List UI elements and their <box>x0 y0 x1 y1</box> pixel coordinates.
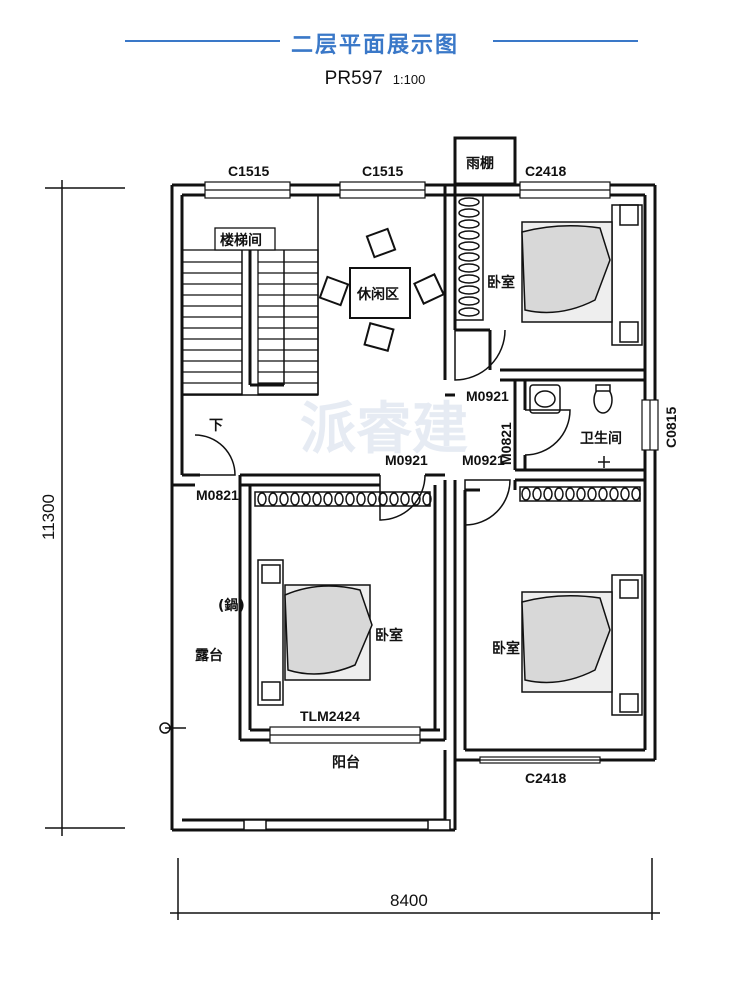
door-swings <box>194 329 571 526</box>
wardrobe-hanger <box>598 487 608 501</box>
lounge-furniture <box>318 227 445 352</box>
wardrobe-hanger <box>312 492 322 506</box>
wardrobe-hanger <box>458 208 480 218</box>
wardrobe-hanger <box>458 252 480 262</box>
wardrobe-hanger <box>257 492 267 506</box>
wardrobe-hanger <box>458 197 480 207</box>
wardrobe-hanger <box>301 492 311 506</box>
stair-label: 楼梯间 <box>220 232 262 249</box>
wardrobe-hanger <box>458 296 480 306</box>
terrace-label: 露台 <box>195 647 223 664</box>
wardrobe-hanger <box>458 285 480 295</box>
wardrobe-hanger <box>631 487 641 501</box>
se-bedroom-furniture <box>519 486 643 716</box>
label-m0921-ne: M0921 <box>466 388 509 404</box>
bedroom-sw-label: 卧室 <box>375 627 403 644</box>
watermark: 派睿建 <box>300 397 468 462</box>
wardrobe-hanger <box>400 492 410 506</box>
lounge-label: 休闲区 <box>356 286 399 303</box>
plan-code: PR597 <box>324 68 383 89</box>
wardrobe-hanger <box>367 492 377 506</box>
windows <box>204 181 659 764</box>
label-m0821-terrace: M0821 <box>196 487 239 503</box>
wardrobe-hanger <box>290 492 300 506</box>
plan-scale: 1:100 <box>392 72 426 87</box>
title-rule-right <box>493 40 638 42</box>
wardrobe-hanger <box>411 492 421 506</box>
bathroom-fixtures <box>529 384 613 468</box>
canopy-label: 雨棚 <box>466 155 494 172</box>
label-m0821-bath: M0821 <box>498 422 514 465</box>
wardrobe-hanger <box>268 492 278 506</box>
wardrobe-hanger <box>458 263 480 273</box>
wardrobe-hanger <box>356 492 366 506</box>
label-m0921-se: M0921 <box>462 452 505 468</box>
wardrobe-hanger <box>378 492 388 506</box>
page-title: 二层平面展示图 <box>290 33 459 58</box>
wardrobe-hanger <box>458 230 480 240</box>
title-rule-left <box>125 40 280 42</box>
wardrobe-hanger <box>521 487 531 501</box>
wardrobe-hanger <box>458 241 480 251</box>
wardrobe-hanger <box>279 492 289 506</box>
down-mark: 下 <box>209 418 223 434</box>
dimension-width: 8400 <box>390 891 428 910</box>
wardrobe-hanger <box>458 307 480 317</box>
wardrobe-hanger <box>458 274 480 284</box>
paren-mark: (鍋) <box>218 597 245 614</box>
wardrobe-hanger <box>554 487 564 501</box>
wardrobe-hanger <box>576 487 586 501</box>
canopy-box <box>453 136 517 186</box>
wardrobe-hanger <box>543 487 553 501</box>
wardrobe-hanger <box>422 492 432 506</box>
bedroom-ne-label: 卧室 <box>487 274 515 291</box>
staircase <box>181 227 319 396</box>
wardrobe-hanger <box>532 487 542 501</box>
wardrobe-hanger <box>609 487 619 501</box>
bathroom-label: 卫生间 <box>580 430 622 447</box>
label-tlm2424: TLM2424 <box>300 708 360 724</box>
terrace-marks <box>159 722 451 831</box>
wardrobe-hanger <box>323 492 333 506</box>
wardrobe-hanger <box>587 487 597 501</box>
bedroom-se-label: 卧室 <box>492 640 520 657</box>
ne-bedroom-furniture <box>454 194 643 346</box>
wardrobe-hanger <box>389 492 399 506</box>
wardrobe-hanger <box>620 487 630 501</box>
label-m0921-sw: M0921 <box>385 452 428 468</box>
wardrobe-hanger <box>334 492 344 506</box>
balcony-label: 阳台 <box>332 754 360 771</box>
label-c2418-bottom: C2418 <box>525 770 566 786</box>
dimension-height: 11300 <box>39 494 58 540</box>
wardrobe-hanger <box>565 487 575 501</box>
plan-code-line: PR597 1:100 <box>0 68 750 90</box>
label-c0815: C0815 <box>663 407 679 448</box>
header: 二层平面展示图 PR597 1:100 <box>0 0 750 100</box>
label-c2418-top: C2418 <box>525 163 566 179</box>
label-c1515-a: C1515 <box>228 163 269 179</box>
wardrobe-hanger <box>345 492 355 506</box>
sw-bedroom-furniture <box>254 491 432 706</box>
dimension-lines <box>45 180 660 920</box>
wardrobe-hanger <box>458 219 480 229</box>
label-c1515-b: C1515 <box>362 163 403 179</box>
